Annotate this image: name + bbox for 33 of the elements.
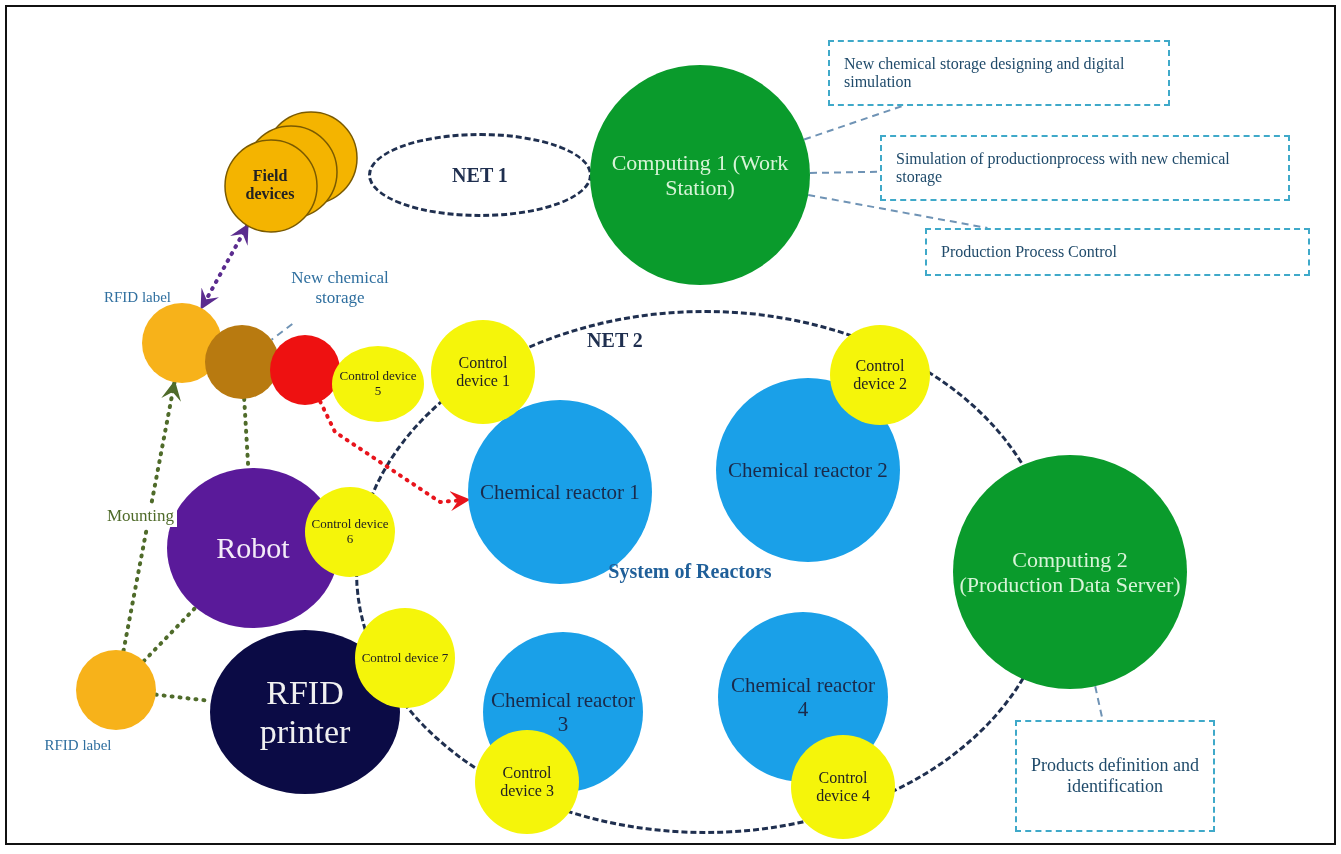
node-label: Control device 3 [499,763,555,801]
node-label: Control device 5 [338,369,418,399]
node-label: Control device 2 [852,356,908,394]
node-label: RFID label [44,737,112,755]
leader-line [803,105,904,141]
node-label: Chemical reactor 4 [730,672,876,722]
node-label: Control device 6 [311,517,389,547]
node-label: Robot [216,530,290,566]
node-label: Computing 2 (Production Data Server) [959,546,1181,598]
edge-label: Mounting [104,504,178,527]
node-label: Control device 1 [455,353,511,391]
callout-text: New chemical storage [290,268,390,308]
leader-line [807,194,989,229]
node-label: NET 1 [452,163,508,187]
node-label: RFID printer [258,672,352,752]
node-label: Chemical reactor 2 [728,457,888,483]
leader-line [270,323,294,341]
section-label: System of Reactors [607,560,773,583]
node-label: RFID label [103,289,172,307]
node-label: Production Process Control [941,242,1117,262]
node-label: New chemical storage designing and digital simulation [844,54,1126,92]
node-label: Control device 7 [361,650,449,666]
dotted-line [141,605,198,664]
node-label: NET 2 [587,328,643,352]
node-label: Control device 4 [815,768,871,806]
node-label: Chemical reactor 1 [480,479,640,505]
dotted-arrow [199,223,250,311]
dotted-arrow [121,380,181,653]
node-label: Products definition and identification [1031,755,1199,797]
node-label: Chemical reactor 3 [490,687,636,737]
node-label: Computing 1 (Work Station) [610,149,790,201]
node-label: Simulation of productionprocess with new chemical storage [896,149,1231,187]
dotted-arrow [318,399,471,512]
